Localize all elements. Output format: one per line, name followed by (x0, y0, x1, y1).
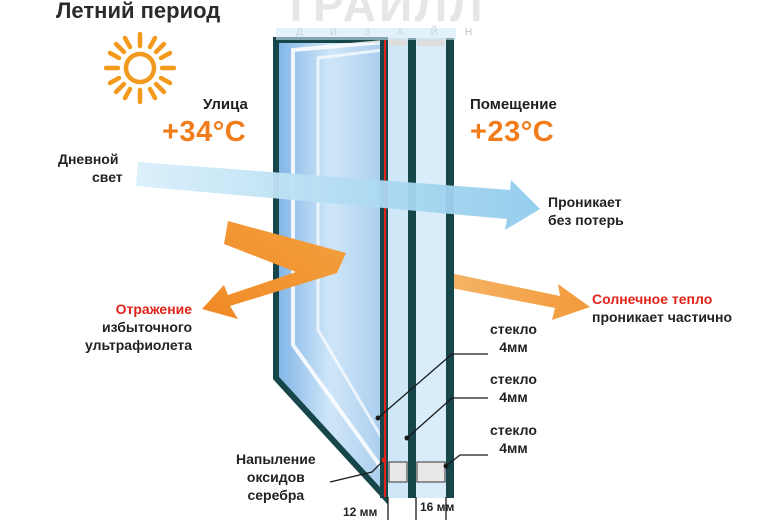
daylight-line1: Дневной (58, 151, 119, 167)
passes-line1: Проникает (548, 194, 622, 210)
gap-left-label: 12 мм (343, 505, 378, 519)
glass-2-line2: 4мм (499, 389, 528, 405)
solar-heat-line1: Солнечное тепло (592, 291, 713, 307)
sun-icon (103, 31, 177, 105)
leader-coating (329, 459, 385, 483)
passes-line2: без потерь (548, 212, 624, 228)
glass-3-line1: стекло (490, 422, 537, 438)
outside-label: Улица (203, 96, 248, 113)
coating-label: Напыление оксидов серебра (236, 450, 316, 504)
glass-label-3: стекло 4мм (490, 421, 537, 457)
leader-glass-2 (406, 397, 488, 439)
daylight-arrow (136, 162, 540, 230)
page-title: Летний период (56, 0, 221, 23)
daylight-label: Дневной свет (58, 150, 123, 186)
reflection-line1: Отражение (115, 301, 193, 317)
glass-2-line1: стекло (490, 371, 537, 387)
solar-heat-line2: проникает частично (592, 309, 733, 325)
outside-temperature: +34°C (162, 116, 247, 148)
reflection-label: Отражение избыточного ультрафиолета (85, 300, 192, 354)
gap-right-label: 16 мм (420, 500, 455, 514)
coating-line2: оксидов (246, 469, 305, 485)
watermark-brand: ТРАЙЛЛ (282, 0, 486, 31)
glass-1-line1: стекло (490, 321, 537, 337)
glass-label-1: стекло 4мм (490, 320, 537, 356)
reflection-line3: ультрафиолета (85, 337, 193, 353)
glass-label-2: стекло 4мм (490, 370, 537, 406)
glass-3-line2: 4мм (499, 440, 528, 456)
reflection-line2: избыточного (102, 319, 193, 335)
solar-heat-label: Солнечное тепло проникает частично (592, 290, 732, 326)
coating-line1: Напыление (236, 451, 316, 467)
coating-line3: серебра (247, 487, 305, 503)
inside-temperature: +23°C (470, 116, 555, 148)
daylight-line2: свет (92, 169, 123, 185)
glass-1-line2: 4мм (499, 339, 528, 355)
inside-label: Помещение (470, 96, 557, 113)
leader-glass-1 (377, 353, 488, 419)
reflection-arrow (202, 221, 346, 319)
passes-label: Проникает без потерь (548, 193, 624, 229)
leader-glass-3 (445, 454, 488, 467)
